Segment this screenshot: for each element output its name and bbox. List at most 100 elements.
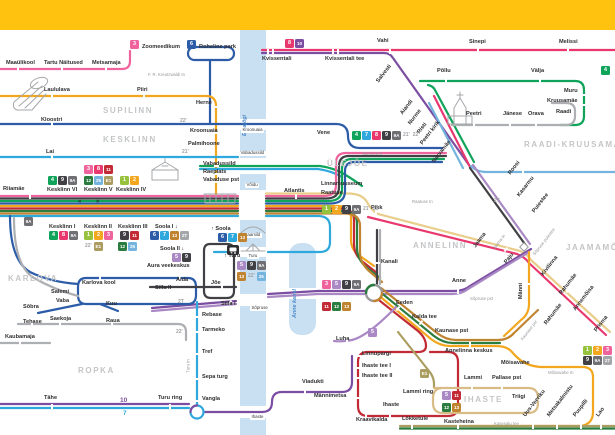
stop-label: Roosi bbox=[507, 160, 522, 177]
route-badge: 3 bbox=[84, 165, 93, 174]
stop-label: Riiamäe bbox=[3, 186, 25, 192]
route-badge-group: E1 bbox=[420, 369, 429, 378]
stop-label: Salemi bbox=[51, 289, 70, 295]
stop-label: Lammi bbox=[464, 375, 483, 381]
bridge-label: Võidu bbox=[245, 182, 260, 188]
route-badge: 9A bbox=[257, 261, 266, 270]
route-badge: 9A bbox=[352, 280, 361, 289]
route-badge: 2 bbox=[94, 231, 103, 240]
district-label: ANNELINN bbox=[413, 241, 468, 250]
bridge-label: Turu bbox=[247, 253, 259, 259]
commercial-route-label: 2T bbox=[178, 299, 184, 305]
stop-label: Sinepi bbox=[469, 39, 486, 45]
bridge-label: Vabadussild bbox=[239, 150, 266, 156]
route-badge: 8 bbox=[372, 131, 381, 140]
stop-tick bbox=[389, 413, 391, 419]
route-badge: 9A bbox=[68, 176, 77, 185]
bridge-label: Ihaste bbox=[250, 414, 265, 420]
stop-label: Vahi bbox=[377, 38, 389, 44]
stop-label: Vabaduse pst bbox=[203, 177, 240, 183]
route-badge: 3 bbox=[130, 40, 139, 49]
stop-label: Vene bbox=[317, 130, 331, 136]
route-badge: 8 bbox=[285, 39, 294, 48]
commercial-route-label: 22' bbox=[176, 329, 183, 335]
stop-label: Paju bbox=[503, 252, 516, 266]
stop-label: Männi bbox=[517, 282, 524, 300]
stop-label: Aida bbox=[176, 277, 189, 283]
commercial-route-label: 21' bbox=[403, 132, 410, 138]
stop-label: Palmihoone bbox=[188, 141, 220, 147]
stop-label: Puiestee bbox=[531, 192, 551, 215]
stop-tick bbox=[213, 106, 219, 108]
terminus-loop-roheline-park bbox=[186, 45, 236, 62]
stop-label: Lammi ring bbox=[403, 389, 434, 395]
bridge-label: Kaarsild bbox=[243, 232, 262, 238]
street-label: Sõpruse pst bbox=[470, 296, 493, 301]
route-badge: 9 bbox=[382, 131, 391, 140]
route-badge: 5 bbox=[172, 253, 181, 262]
stop-label: Tehase bbox=[23, 319, 42, 325]
route-badge: 9 bbox=[342, 280, 351, 289]
stop-tick bbox=[355, 355, 361, 357]
stop-label: Rebase bbox=[202, 312, 222, 318]
stop-label: Kvissentali tee bbox=[325, 56, 365, 62]
route-badge: 7 bbox=[362, 131, 371, 140]
route-badge-group: 6 bbox=[187, 40, 196, 49]
stop-tick bbox=[469, 341, 471, 347]
route-badge: 9 bbox=[583, 356, 592, 365]
stop-tick bbox=[534, 399, 540, 401]
stop-label: Pallase pst bbox=[492, 375, 522, 381]
stop-tick bbox=[567, 47, 569, 53]
stop-tick bbox=[374, 262, 380, 264]
stop-tick bbox=[346, 338, 348, 344]
stop-label: Annemõisa bbox=[572, 284, 596, 313]
route-badge: 1 bbox=[322, 205, 331, 214]
route-badge: 9A bbox=[24, 217, 33, 226]
stop-label: Melissi bbox=[559, 39, 578, 45]
route-badge: 8 bbox=[94, 165, 103, 174]
route-badge: 6 bbox=[218, 233, 227, 242]
route-badge: 9 bbox=[247, 261, 256, 270]
stop-label: Vangla bbox=[202, 396, 221, 402]
route-badge: 9A bbox=[593, 356, 602, 365]
stop-label: Vaba bbox=[56, 298, 70, 304]
stop-label: Lao bbox=[595, 406, 607, 419]
water-label: Anne kanal bbox=[292, 289, 299, 318]
stop-tick bbox=[213, 132, 219, 134]
stop-tick bbox=[194, 400, 200, 402]
stop-tick bbox=[355, 397, 361, 399]
stop-label: ↑ Soola bbox=[211, 226, 231, 232]
stop-label: Vabadussild bbox=[203, 161, 236, 167]
stop-tick bbox=[17, 66, 19, 72]
commercial-route-label: 22' bbox=[412, 132, 420, 138]
route-badge: 9A bbox=[69, 231, 78, 240]
stop-label: Raeplats bbox=[203, 169, 227, 175]
stop-label: Raadi bbox=[556, 109, 572, 115]
street-label: Kasesalu tee bbox=[494, 421, 519, 426]
stop-label: Luha bbox=[336, 336, 350, 342]
stop-label: Kraavikalda bbox=[356, 417, 388, 423]
route-badge: E1 bbox=[93, 242, 103, 251]
route-badge: 25 bbox=[94, 176, 103, 185]
route-badge-group: 4 bbox=[601, 66, 610, 75]
stop-label: Kesklinn IV bbox=[116, 187, 147, 193]
stop-label: Karlova kool bbox=[82, 280, 116, 286]
route-badge: 13 bbox=[452, 403, 461, 412]
stop-label: Piiri bbox=[137, 87, 148, 93]
stop-label: Nurme bbox=[407, 108, 423, 127]
stop-tick bbox=[522, 169, 524, 175]
stop-label: Roheline park bbox=[199, 44, 236, 50]
stop-tick bbox=[19, 340, 21, 346]
district-label: KARLOVA bbox=[8, 274, 59, 283]
stop-tick bbox=[111, 321, 113, 327]
route-badge: 1 bbox=[120, 176, 129, 185]
stop-tick bbox=[213, 173, 219, 175]
stop-label: Lai bbox=[46, 149, 55, 155]
district-label: SUPILINN bbox=[103, 106, 154, 115]
